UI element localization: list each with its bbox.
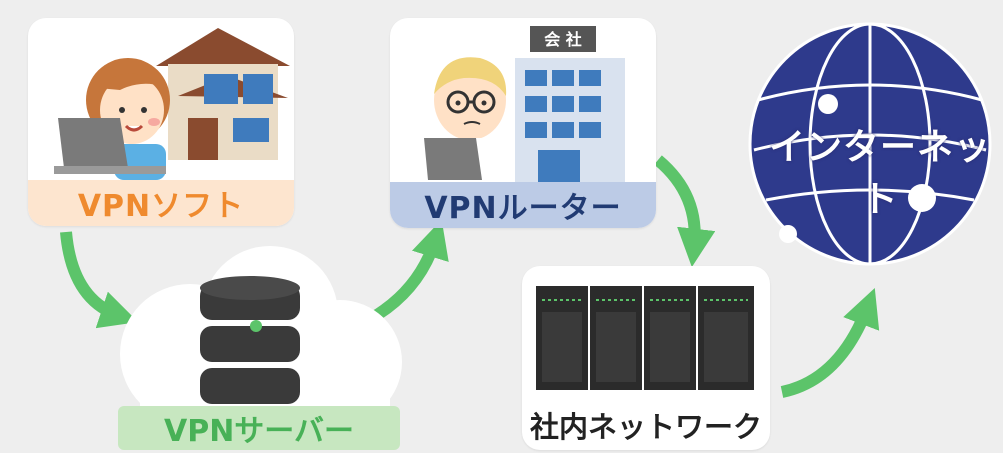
company-sign: 会 社 xyxy=(544,30,582,49)
database-server-icon xyxy=(200,276,300,404)
vpn-router-card: 会 社 VPNルーター xyxy=(390,18,656,228)
vpn-soft-label: VPNソフト xyxy=(77,189,245,224)
home-user-laptop-icon xyxy=(54,28,290,180)
vpn-soft-label-band: VPNソフト xyxy=(28,180,294,226)
arrow-soft-to-server xyxy=(60,231,139,329)
vpn-router-label-band: VPNルーター xyxy=(390,182,656,228)
office-worker-building-icon: 会 社 xyxy=(424,26,625,182)
vpn-router-label: VPNルーター xyxy=(424,191,622,226)
arrow-router-to-lan xyxy=(654,155,716,268)
globe-icon xyxy=(748,22,992,266)
vpn-server-label-band: VPNサーバー xyxy=(118,406,400,450)
internet-label: インターネット xyxy=(768,127,991,220)
vpn-soft-card: VPNソフト xyxy=(28,18,294,226)
server-rack-icon xyxy=(536,286,754,390)
internal-network-card: 社内ネットワーク xyxy=(522,266,770,450)
internal-network-label: 社内ネットワーク xyxy=(529,410,762,444)
arrow-lan-to-internet xyxy=(780,288,880,398)
vpn-server-label: VPNサーバー xyxy=(163,414,354,449)
arrow-server-to-router xyxy=(368,219,449,324)
